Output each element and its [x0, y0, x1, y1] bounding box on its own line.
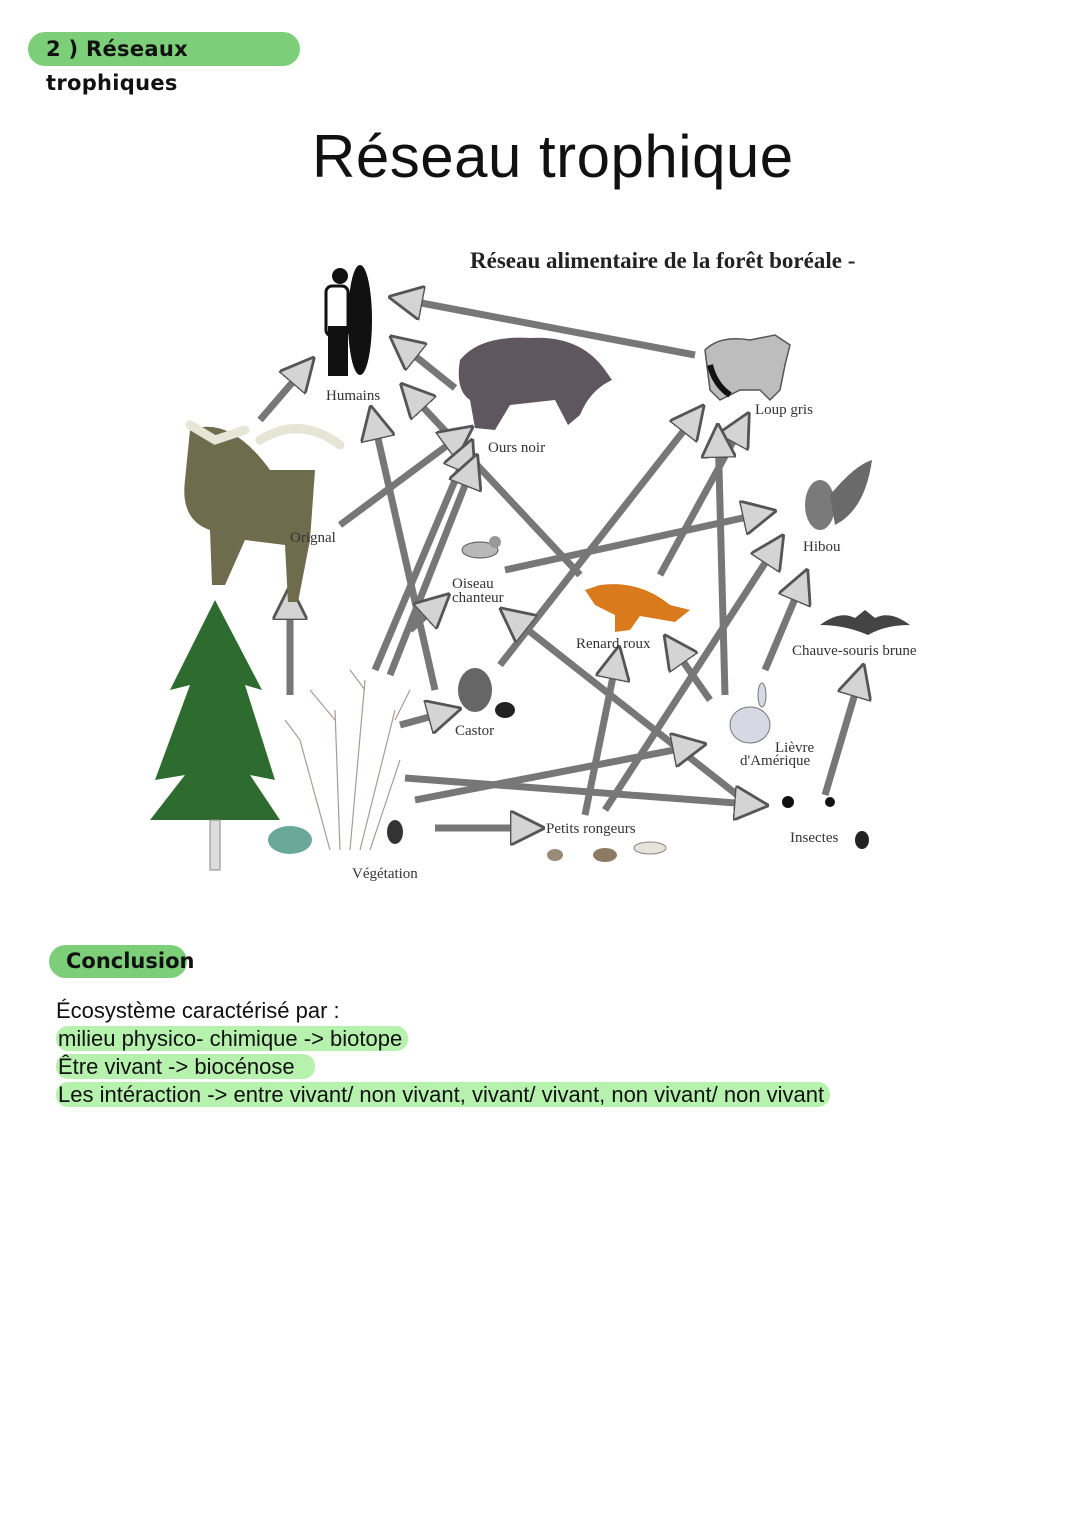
- fox-icon: [585, 584, 690, 632]
- owl-icon: [805, 460, 872, 530]
- label-hibou: Hibou: [803, 539, 841, 555]
- conifer-tree-icon: [150, 600, 280, 871]
- section-heading: 2 ) Réseaux trophiques: [28, 32, 300, 95]
- label-humains: Humains: [326, 388, 380, 404]
- conclusion-heading: Conclusion: [49, 945, 194, 978]
- label-chauve-souris: Chauve-souris brune: [792, 643, 917, 659]
- label-loup: Loup gris: [755, 402, 813, 418]
- label-lievre-1: Lièvre: [775, 740, 814, 756]
- label-vegetation: Végétation: [352, 866, 418, 882]
- label-renard: Renard roux: [576, 636, 651, 652]
- songbird-icon: [461, 536, 501, 559]
- conclusion-line-interactions: Les intéraction -> entre vivant/ non viv…: [56, 1082, 831, 1107]
- bear-icon: [458, 337, 612, 430]
- conclusion-line-biotope: milieu physico- chimique -> biotope: [56, 1026, 409, 1051]
- label-lievre-2: d'Amérique: [740, 753, 811, 769]
- humans-icon: [324, 265, 372, 376]
- label-insectes: Insectes: [790, 830, 838, 846]
- vegetation-icon: [268, 669, 411, 854]
- wolf-icon: [704, 334, 791, 402]
- diagram-subtitle: Réseau alimentaire de la forêt boréale -: [470, 248, 855, 273]
- label-orignal: Orignal: [290, 530, 336, 546]
- conclusion-line-biocenose: Être vivant -> biocénose: [56, 1054, 315, 1079]
- feeding-arrows: [257, 298, 862, 828]
- label-petits-rongeurs: Petits rongeurs: [546, 821, 636, 837]
- rodents-icon: [547, 841, 667, 862]
- label-ours: Ours noir: [488, 440, 545, 456]
- conclusion-intro: Écosystème caractérisé par :: [56, 998, 340, 1023]
- moose-icon: [184, 420, 345, 602]
- label-oiseau-2: chanteur: [452, 590, 504, 606]
- hare-icon: [729, 682, 771, 744]
- bat-icon: [820, 610, 910, 635]
- food-web-diagram: Réseau alimentaire de la forêt boréale -…: [150, 248, 917, 882]
- label-oiseau-1: Oiseau: [452, 576, 494, 592]
- beaver-icon: [458, 668, 515, 718]
- insects-icon: [782, 796, 869, 849]
- figure-title: Réseau trophique: [312, 123, 794, 190]
- label-castor: Castor: [455, 723, 494, 739]
